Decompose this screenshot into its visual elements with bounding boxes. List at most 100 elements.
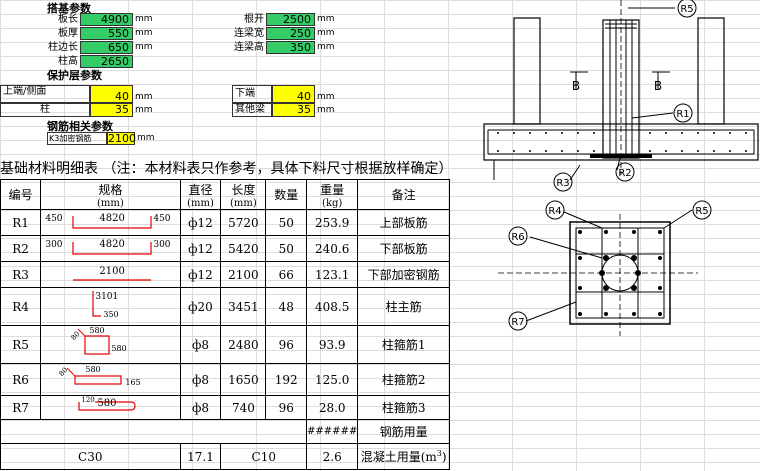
- rebar-sketch-r7: [78, 401, 136, 411]
- rebar-sketch-r5: [78, 328, 110, 355]
- sketch-dim-top: 580: [89, 326, 105, 335]
- cell-weight: 253.9: [306, 209, 359, 236]
- cell-weight: 93.9: [306, 325, 359, 364]
- cell-remark: 柱箍筋2: [357, 363, 450, 396]
- sketch-dim-mid: 4820: [99, 213, 125, 224]
- cell-no: R7: [0, 395, 42, 420]
- header-spec-label: 规格: [98, 182, 123, 197]
- plan-label-r4: R4: [548, 206, 561, 217]
- param-value-cell[interactable]: 40: [90, 85, 133, 103]
- header-length: 长度(mm): [220, 179, 267, 210]
- cell-spec-sketch: 450 4820 450: [40, 209, 181, 236]
- rebar-sketch-r3: [73, 279, 152, 281]
- sketch-dim-right: 165: [125, 378, 141, 387]
- elevation-drawing: R5 R1 R2 R3 B B: [483, 0, 759, 192]
- cell-length: 3451: [220, 287, 267, 326]
- cell-length: 740: [220, 395, 267, 420]
- rebar-sketch-r2: [72, 242, 152, 255]
- param-value-cell[interactable]: 2100: [107, 132, 136, 145]
- elev-label-r1: R1: [676, 109, 689, 120]
- cell-dia: ф12: [179, 261, 222, 288]
- sketch-dim-left: 300: [45, 240, 63, 250]
- sketch-dim-top: 120: [81, 396, 95, 404]
- header-weight-unit: (kg): [322, 197, 343, 209]
- cell-dia: ф12: [179, 209, 222, 236]
- cell-qty: 48: [265, 287, 308, 326]
- cell-no: R1: [0, 209, 42, 236]
- header-dia-label: 直径: [188, 182, 213, 197]
- header-weight: 重量(kg): [306, 179, 359, 210]
- param-label: 其他梁: [232, 103, 272, 117]
- cell-qty: 96: [265, 395, 308, 420]
- rebar-sketch-r1: [72, 216, 152, 229]
- sketch-dim-right: 300: [153, 240, 171, 250]
- cell-no: R2: [0, 235, 42, 262]
- cell-concrete-grade: C30: [0, 443, 181, 470]
- cell-length: 1650: [220, 363, 267, 396]
- param-label: 柱边长: [48, 42, 78, 53]
- cell-spec-sketch: 300 4820 300: [40, 235, 181, 262]
- cell-spec-sketch: 3101 350: [40, 287, 181, 326]
- unit-label: mm: [137, 133, 155, 143]
- param-value-cell[interactable]: 2500: [266, 13, 315, 26]
- concrete-remark-sup: 3: [436, 449, 442, 458]
- param-label: 根开: [244, 14, 264, 25]
- param-value-cell[interactable]: 35: [90, 103, 133, 117]
- cell-spec-sketch: 120 580: [40, 395, 181, 420]
- table-row: R6 580 165 80 ф8 1650 192 125.0 柱箍筋2: [0, 363, 450, 396]
- table-concrete-row: C30 17.1 C10 2.6 混凝土用量(m3): [0, 443, 450, 470]
- unit-label: mm: [317, 92, 335, 102]
- cell-length: 2480: [220, 325, 267, 364]
- header-dia: 直径(mm): [179, 179, 222, 210]
- sketch-dim-mid: 580: [97, 398, 117, 409]
- cell-length: 2100: [220, 261, 267, 288]
- param-value-cell[interactable]: 35: [272, 103, 315, 117]
- cell-total-remark: 钢筋用量: [357, 419, 450, 444]
- table-total-row: ###### 钢筋用量: [0, 419, 450, 444]
- elev-label-r2: R2: [618, 168, 631, 179]
- param-value-cell[interactable]: 40: [272, 85, 315, 103]
- sketch-dim-right: 580: [111, 344, 127, 353]
- param-value-cell[interactable]: 350: [266, 41, 315, 54]
- param-label: K3加密钢筋: [47, 132, 107, 145]
- header-remark: 备注: [357, 179, 450, 210]
- sketch-dim-top: 580: [85, 365, 101, 374]
- table-title: 基础材料明细表 （注：本材料表只作参考，具体下料尺寸根据放样确定）: [0, 161, 450, 177]
- concrete-remark-end: ): [441, 450, 447, 464]
- header-qty: 数量: [265, 179, 308, 210]
- elev-label-r3: R3: [556, 178, 569, 189]
- param-label: 连梁宽: [234, 28, 264, 39]
- unit-label: mm: [317, 28, 335, 38]
- param-value-cell[interactable]: 250: [266, 27, 315, 40]
- cell-qty: 50: [265, 209, 308, 236]
- unit-label: mm: [135, 92, 153, 102]
- param-value-cell[interactable]: 650: [80, 41, 133, 54]
- header-length-label: 长度: [231, 182, 256, 197]
- sketch-dim-left: 450: [45, 214, 63, 224]
- plan-label-r6: R6: [511, 232, 524, 243]
- plan-label-r7: R7: [511, 317, 524, 328]
- sketch-dim-right: 450: [153, 214, 171, 224]
- cell-concrete-volume: 2.6: [306, 443, 359, 470]
- cell-weight: 125.0: [306, 363, 359, 396]
- table-row: R1 450 4820 450 ф12 5720 50 253.9 上部板筋: [0, 209, 450, 236]
- unit-label: mm: [135, 42, 153, 52]
- cell-qty: 50: [265, 235, 308, 262]
- param-value-cell[interactable]: 550: [80, 27, 133, 40]
- param-label: 板长: [58, 14, 78, 25]
- column-section-drawing: R4 R5 R6 R7: [498, 200, 712, 336]
- unit-label: mm: [135, 14, 153, 24]
- sketch-dim-mid: 4820: [99, 239, 125, 250]
- param-value-cell[interactable]: 2650: [80, 55, 133, 68]
- table-row: R4 3101 350 ф20 3451 48 408.5 柱主筋: [0, 287, 450, 326]
- param-label: 下端: [232, 85, 272, 103]
- param-label: 连梁高: [234, 42, 264, 53]
- header-length-unit: (mm): [230, 197, 257, 209]
- header-spec-unit: (mm): [96, 197, 124, 209]
- cell-concrete-volume: 17.1: [179, 443, 222, 470]
- cell-weight: 28.0: [306, 395, 359, 420]
- header-no: 编号: [0, 179, 42, 210]
- section-cover-title: 保护层参数: [47, 69, 102, 82]
- section-mark-b-left: B: [572, 79, 580, 93]
- param-value-cell[interactable]: 4900: [80, 13, 133, 26]
